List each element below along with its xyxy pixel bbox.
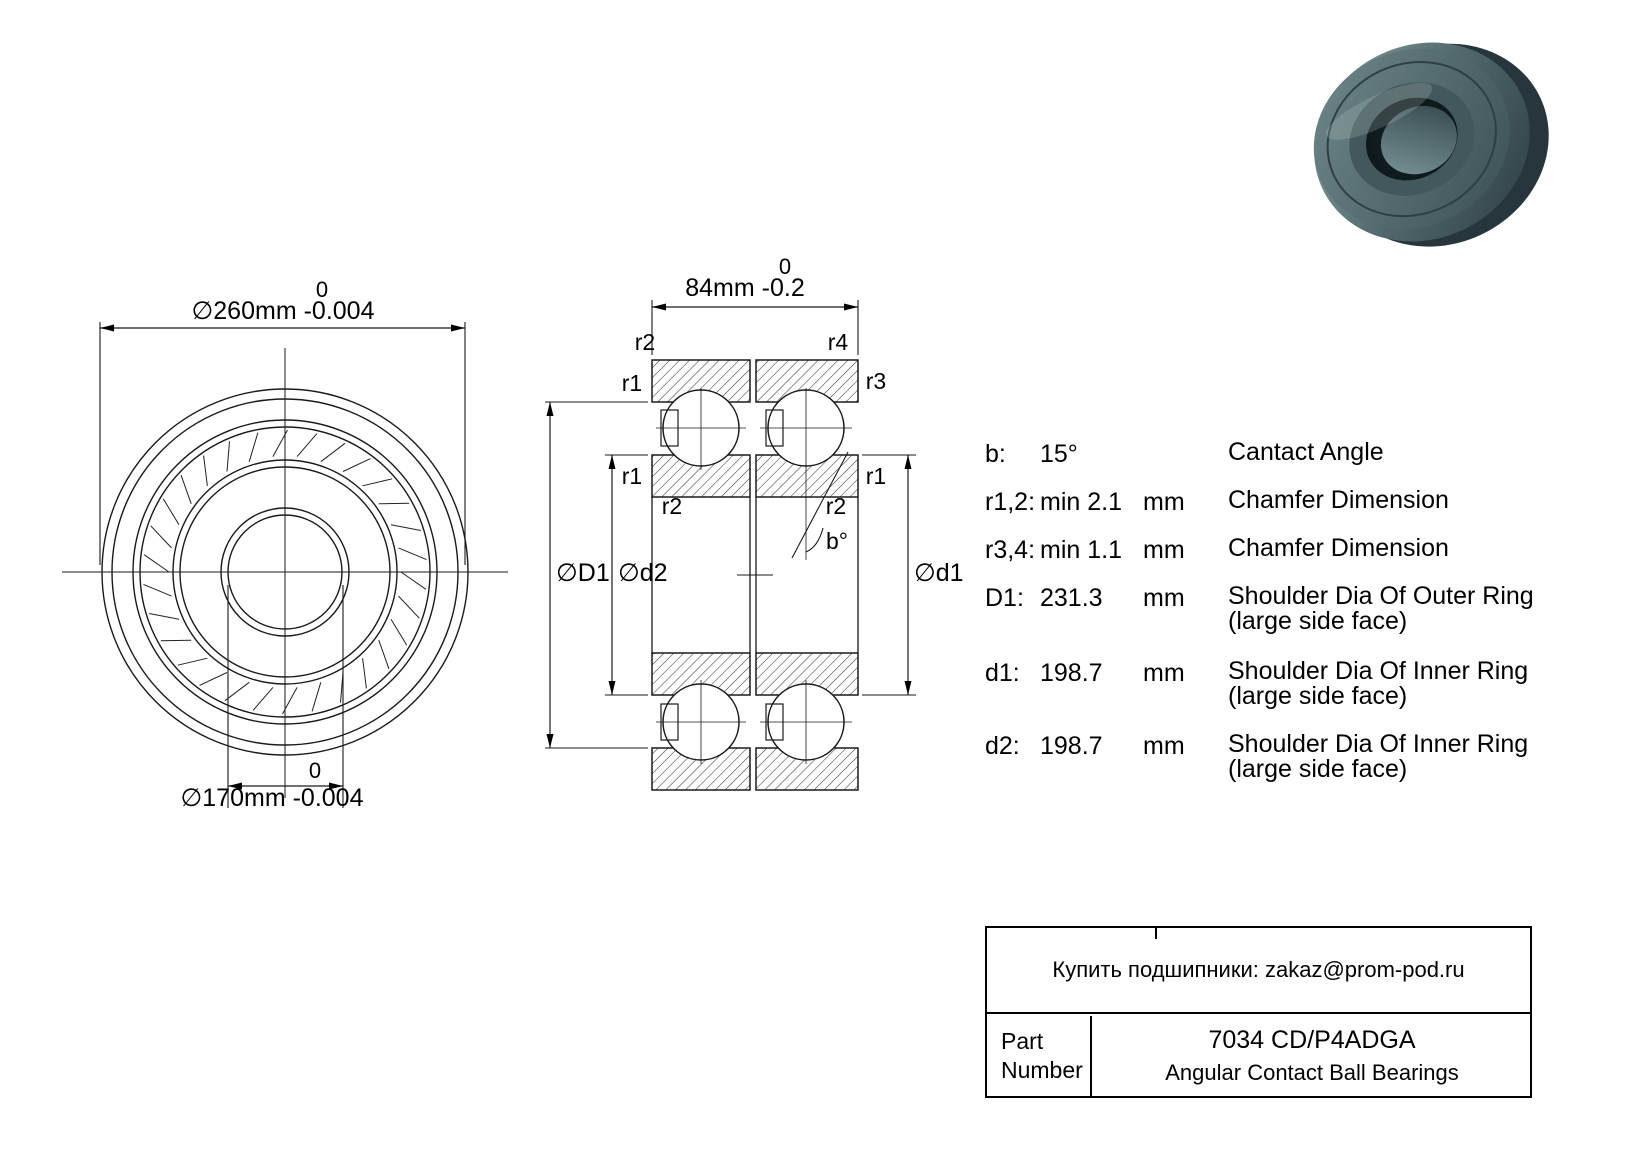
title-block-tick (1155, 928, 1157, 939)
chamfer-labels: r2 r4 r1 r3 r1 r1 r2 r2 (622, 329, 886, 519)
spec-param: r1,2: (985, 488, 1036, 516)
od-dimension-text: ∅260mm -0.004 (192, 297, 375, 325)
width-tolerance-upper: 0 (779, 254, 791, 279)
r2-label-bottom-left: r2 (662, 493, 682, 519)
spec-desc: Shoulder Dia Of Inner Ring (large side f… (1228, 659, 1528, 709)
part-number-value: 7034 CD/P4ADGA (1208, 1026, 1416, 1054)
spec-desc-line1: Shoulder Dia Of Inner Ring (1228, 657, 1529, 685)
width-dimension-text: 84mm -0.2 (685, 274, 804, 302)
spec-value: min 1.1 (1040, 536, 1122, 564)
spec-value: 15° (1040, 440, 1078, 468)
spec-desc: Chamfer Dimension (1228, 488, 1449, 513)
spec-desc-line2: (large side face) (1228, 682, 1408, 710)
bore-diameter-dimension: 0 ∅170mm -0.004 (181, 585, 364, 812)
d2-label: ∅d2 (618, 559, 668, 587)
r1-label-inner-right: r1 (866, 463, 886, 489)
D1-label: ∅D1 (556, 559, 610, 587)
spec-unit: mm (1143, 584, 1185, 612)
spec-unit: mm (1143, 488, 1185, 516)
spec-desc-line2: (large side face) (1228, 607, 1408, 635)
spec-param: b: (985, 440, 1006, 468)
contact-email-text[interactable]: Купить подшипники: zakaz@prom-pod.ru (1052, 957, 1465, 982)
contact-angle-label: b° (826, 528, 848, 554)
r2-label-bottom-right: r2 (826, 493, 846, 519)
cage-pocket-ticks (143, 429, 427, 715)
cross-section-drawing: 0 84mm -0.2 ∅D1 ∅d2 ∅d1 b° (545, 254, 964, 791)
r2-label-top-left: r2 (635, 329, 655, 355)
bore-tolerance-upper: 0 (309, 758, 321, 783)
spec-desc-line2: (large side face) (1228, 755, 1408, 783)
D1-dimension: ∅D1 (545, 401, 648, 749)
spec-param: d1: (985, 659, 1020, 687)
part-number-cell: 7034 CD/P4ADGA Angular Contact Ball Bear… (1094, 1016, 1530, 1096)
d2-dimension: ∅d2 (605, 454, 668, 696)
spec-desc: Shoulder Dia Of Outer Ring (large side f… (1228, 584, 1534, 634)
outer-diameter-dimension: 0 ∅260mm -0.004 (99, 277, 466, 565)
bearing-rings-circles (101, 388, 469, 756)
front-view-centerlines (62, 348, 508, 798)
r3-label-outer-right: r3 (866, 368, 886, 394)
spec-desc-line1: Shoulder Dia Of Outer Ring (1228, 582, 1534, 610)
title-block: Купить подшипники: zakaz@prom-pod.ru Par… (985, 926, 1532, 1098)
spec-table: b: 15° Cantact Angle r1,2: min 2.1 mm Ch… (985, 0, 1565, 820)
bore-walls (651, 497, 859, 653)
spec-param: D1: (985, 584, 1024, 612)
spec-unit: mm (1143, 536, 1185, 564)
spec-param: r3,4: (985, 536, 1036, 564)
spec-value: 198.7 (1040, 659, 1103, 687)
part-label-line2: Number (1001, 1057, 1083, 1083)
bore-dimension-text: ∅170mm -0.004 (181, 784, 364, 812)
spec-desc-line1: Chamfer Dimension (1228, 534, 1449, 562)
spec-desc-line1: Chamfer Dimension (1228, 486, 1449, 514)
spec-value: 231.3 (1040, 584, 1103, 612)
spec-unit: mm (1143, 659, 1185, 687)
contact-info: Купить подшипники: zakaz@prom-pod.ru (987, 928, 1530, 1014)
r4-label-top-right: r4 (828, 329, 849, 355)
d1-dimension: ∅d1 (862, 454, 964, 696)
spec-unit: mm (1143, 732, 1185, 760)
front-view-drawing: 0 ∅260mm -0.004 0 ∅170mm -0.004 (62, 277, 508, 812)
width-dimension: 0 84mm -0.2 (651, 254, 859, 355)
r1-label-inner-left: r1 (622, 463, 642, 489)
part-number-label-cell: Part Number (987, 1016, 1092, 1096)
spec-value: min 2.1 (1040, 488, 1122, 516)
spec-param: d2: (985, 732, 1020, 760)
spec-desc-line1: Cantact Angle (1228, 438, 1384, 466)
spec-value: 198.7 (1040, 732, 1103, 760)
spec-desc: Shoulder Dia Of Inner Ring (large side f… (1228, 732, 1528, 782)
r1-label-outer-left: r1 (622, 370, 642, 396)
contact-angle-annotation: b° (791, 451, 849, 559)
bearing-category: Angular Contact Ball Bearings (1165, 1060, 1459, 1085)
part-label-line1: Part (1001, 1028, 1044, 1054)
spec-desc: Cantact Angle (1228, 440, 1384, 465)
d1-label: ∅d1 (914, 559, 964, 587)
bearing-3d-image (1313, 42, 1549, 247)
spec-desc-line1: Shoulder Dia Of Inner Ring (1228, 730, 1529, 758)
spec-desc: Chamfer Dimension (1228, 536, 1449, 561)
od-tolerance-upper: 0 (316, 277, 328, 302)
